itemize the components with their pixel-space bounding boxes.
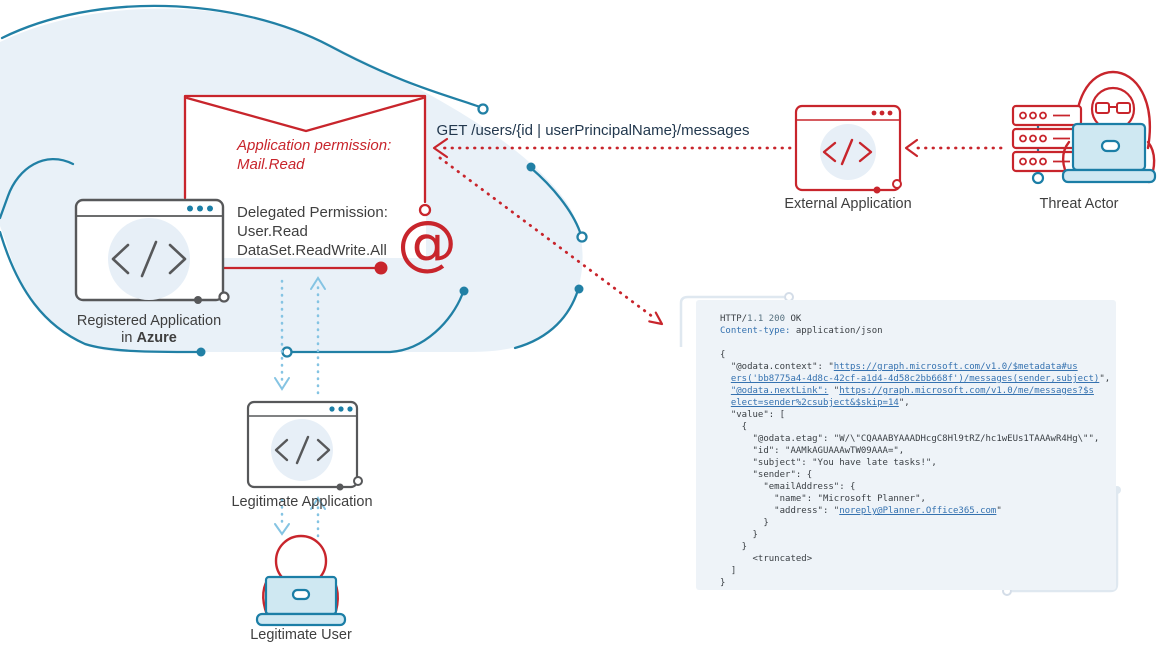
code-text: " xyxy=(996,506,1002,516)
code-line: } xyxy=(720,577,1108,589)
window-dots-icon xyxy=(871,110,893,116)
code-line: Content-type: application/json xyxy=(720,325,1108,337)
code-text xyxy=(720,386,731,396)
window-dots-icon xyxy=(187,205,213,212)
code-text: } xyxy=(720,530,758,540)
code-line: <truncated> xyxy=(720,553,1108,565)
code-text: Content-type: xyxy=(720,326,791,336)
code-text: "address": " xyxy=(720,506,840,516)
code-line: "subject": "You have late tasks!", xyxy=(720,457,1108,469)
code-text: "value": [ xyxy=(720,410,786,420)
code-text: { xyxy=(720,350,726,360)
mail-envelope-icon xyxy=(146,94,432,275)
threat-actor-label: Threat Actor xyxy=(1039,196,1119,212)
attack-flow-arrows xyxy=(274,137,1003,538)
get-request-label: GET /users/{id | userPrincipalName}/mess… xyxy=(436,122,750,139)
code-text: ", xyxy=(1099,374,1111,384)
legitimate-user-label: Legitimate User xyxy=(250,627,352,643)
window-dots-icon xyxy=(329,406,353,412)
code-text: "@odata.context": " xyxy=(720,362,834,372)
code-text: OK xyxy=(785,314,802,324)
code-line: elect=sender%2csubject&$skip=14", xyxy=(720,397,1108,409)
legitimate-app-icon xyxy=(246,400,363,491)
glasses-icon xyxy=(1095,102,1131,114)
code-text: } xyxy=(720,518,769,528)
code-line: "name": "Microsoft Planner", xyxy=(720,493,1108,505)
code-line: } xyxy=(720,541,1108,553)
code-text: HTTP/ xyxy=(720,314,748,324)
delegated-permission-label: Delegated Permission: User.Read DataSet.… xyxy=(237,204,388,259)
threat-actor-icon xyxy=(1011,70,1157,185)
at-symbol-icon: @ xyxy=(397,208,457,278)
code-line: "sender": { xyxy=(720,469,1108,481)
code-line: { xyxy=(720,349,1108,361)
code-line: "id": "AAMkAGUAAAwTW09AAA=", xyxy=(720,445,1108,457)
response-link[interactable]: elect=sender%2csubject&$skip=14 xyxy=(730,398,899,408)
laptop-icon xyxy=(1061,122,1157,184)
response-link[interactable]: "@odata.nextLink": xyxy=(730,386,829,396)
laptop-icon xyxy=(255,575,347,627)
code-text: application/json xyxy=(790,326,883,336)
response-link[interactable]: ers('bb8775a4-4d8c-42cf-a1d4-4d58c2bb668… xyxy=(730,374,1100,384)
legitimate-app-label: Legitimate Application xyxy=(231,494,373,510)
code-line xyxy=(720,337,1108,349)
code-line: "emailAddress": { xyxy=(720,481,1108,493)
code-line: "@odata.nextLink": "https://graph.micros… xyxy=(720,385,1108,397)
code-text: } xyxy=(720,578,726,588)
code-text: <truncated> xyxy=(720,554,813,564)
response-link[interactable]: https://graph.microsoft.com/v1.0/me/mess… xyxy=(839,386,1094,396)
code-icon xyxy=(274,435,331,465)
response-link[interactable]: noreply@Planner.Office365.com xyxy=(839,506,997,516)
external-app-icon xyxy=(794,104,902,194)
registered-app-label: Registered Application in Azure xyxy=(76,313,222,346)
response-link[interactable]: https://graph.microsoft.com/v1.0/$metada… xyxy=(833,362,1078,372)
external-app-label: External Application xyxy=(784,196,912,212)
code-icon xyxy=(111,240,187,278)
code-text: 1.1 200 xyxy=(747,314,786,324)
delegated-flow-arrows xyxy=(274,276,326,538)
code-line: } xyxy=(720,529,1108,541)
code-line: "address": "noreply@Planner.Office365.co… xyxy=(720,505,1108,517)
code-text: ", xyxy=(898,398,910,408)
code-text: " xyxy=(828,386,840,396)
code-text xyxy=(720,374,731,384)
code-text: } xyxy=(720,542,748,552)
registered-app-icon xyxy=(74,198,230,304)
code-text xyxy=(720,398,731,408)
code-icon xyxy=(822,138,873,166)
code-text: "subject": "You have late tasks!", xyxy=(720,458,937,468)
code-line: HTTP/1.1 200 OK xyxy=(720,313,1108,325)
code-line: "value": [ xyxy=(720,409,1108,421)
code-text: "emailAddress": { xyxy=(720,482,856,492)
code-line: } xyxy=(720,517,1108,529)
code-text: "sender": { xyxy=(720,470,813,480)
application-permission-label: Application permission: Mail.Read xyxy=(237,137,392,173)
code-line: ers('bb8775a4-4d8c-42cf-a1d4-4d58c2bb668… xyxy=(720,373,1111,385)
legitimate-user-icon xyxy=(255,534,347,627)
code-text: "name": "Microsoft Planner", xyxy=(720,494,926,504)
code-line: ] xyxy=(720,565,1108,577)
code-text: "@odata.etag": "W/\"CQAAABYAAADHcgC8Hl9t… xyxy=(720,434,1100,444)
code-line: { xyxy=(720,421,1108,433)
code-text: "id": "AAMkAGUAAAwTW09AAA=", xyxy=(720,446,905,456)
response-arrow xyxy=(438,156,655,319)
code-text: ] xyxy=(720,566,737,576)
code-line: "@odata.etag": "W/\"CQAAABYAAADHcgC8Hl9t… xyxy=(720,433,1108,445)
code-line: "@odata.context": "https://graph.microso… xyxy=(720,361,1108,373)
code-text: { xyxy=(720,422,748,432)
